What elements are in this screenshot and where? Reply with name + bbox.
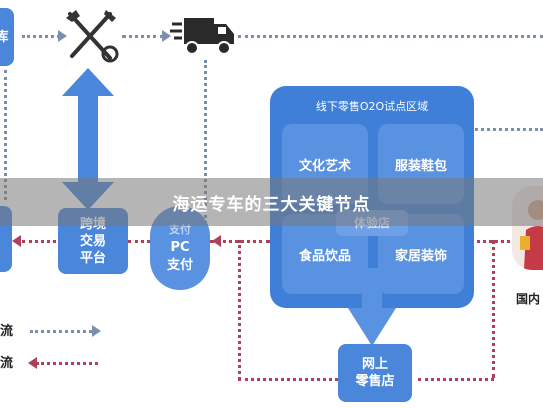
red-flow-line-4 <box>470 240 510 243</box>
red-flow-line-1 <box>22 240 56 243</box>
top-flow-line-1 <box>22 35 60 38</box>
customs-tools-icon <box>62 8 122 66</box>
platform-line3: 平台 <box>79 250 106 266</box>
down-arrow <box>346 268 398 348</box>
online-retail-store-box: 网上 零售店 <box>338 344 412 402</box>
right-label: 国内 <box>516 292 541 306</box>
online-store-line2: 零售店 <box>355 374 395 389</box>
red-flow-line-2 <box>128 240 150 243</box>
o2o-title: 线下零售O2O试点区域 <box>315 100 429 113</box>
double-arrow <box>60 66 116 212</box>
top-flow-line-3 <box>238 35 543 38</box>
delivery-truck-icon <box>170 14 236 58</box>
title-banner-text: 海运专车的三大关键节点 <box>172 194 371 215</box>
pc-pay-hidden: 支付 <box>169 223 191 236</box>
legend-item-2-label: 流 <box>0 356 14 371</box>
title-banner: 海运专车的三大关键节点 <box>0 178 543 226</box>
top-flow-arrow-1 <box>58 30 67 42</box>
flow-vertical-truck <box>204 60 207 235</box>
legend-item-1-label: 流 <box>0 324 14 339</box>
red-flow-arrow-2 <box>212 235 221 247</box>
legend-item-2-arrow <box>28 357 37 369</box>
left-top-box-label: 库 <box>0 29 9 45</box>
red-flow-arrow-1 <box>12 235 21 247</box>
legend-item-2-line <box>36 362 98 365</box>
legend-item-1-line <box>30 330 92 333</box>
pc-pay-line1: PC <box>170 240 190 255</box>
online-store-line1: 网上 <box>361 357 388 372</box>
legend-item-1-arrow <box>92 325 101 337</box>
top-flow-line-2 <box>122 35 164 38</box>
red-flow-bottom <box>238 378 338 381</box>
red-flow-vertical <box>238 240 241 380</box>
flow-vertical-left <box>4 70 7 200</box>
red-flow-vertical-right <box>492 240 495 378</box>
platform-line2: 交易 <box>79 233 106 249</box>
top-flow-arrow-2 <box>162 30 171 42</box>
left-top-box: 库 <box>0 8 14 66</box>
pc-pay-line2: 支付 <box>166 258 193 273</box>
flow-right-mid <box>470 128 543 131</box>
red-flow-bottom-right <box>418 378 494 381</box>
